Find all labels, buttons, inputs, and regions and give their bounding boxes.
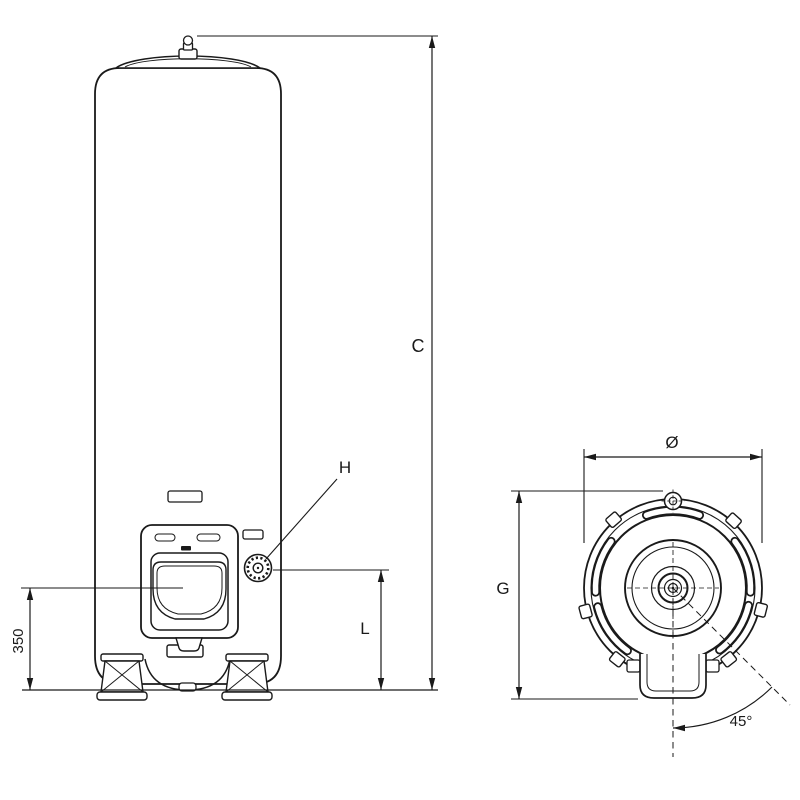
slot-arc-inner [592,538,614,595]
mounting-tab [608,651,626,668]
foot-left [96,653,148,701]
top-view-dimensions [511,449,791,757]
panel-indicator [154,533,176,542]
top-fitting-ball [182,35,194,46]
foot-brace [100,660,140,693]
control-panel [140,524,239,652]
flange-lug-right [705,659,720,673]
foot-plate [100,653,144,662]
dim-label-c: C [412,336,425,356]
foot-right [221,653,273,701]
knob-knurl-ring [246,556,270,580]
callout-label-h: H [339,458,351,477]
slot-arc-inner [716,602,752,653]
panel-bottom-tab [175,637,203,652]
foot-brace [104,660,144,693]
dim-label-45deg: 45° [730,713,753,730]
mounting-tab [720,651,738,668]
dimension-labels: C H L 350 Ø G 45° [10,336,752,730]
panel-window-outer [152,561,227,620]
angle-reference-diagonal [672,587,791,706]
vent-slots [591,506,755,656]
side-label-plate [242,529,264,540]
flange-lug-left [626,659,641,673]
mounting-tab [605,511,623,528]
slot-arc-inner [595,604,631,654]
panel-brand-mark [181,546,191,551]
foot-base [96,691,148,701]
mounting-tab [578,603,593,620]
panel-indicator [196,533,221,542]
mounting-tabs [578,511,768,668]
hub-circle-5 [663,578,683,598]
slot-arc-inner [732,538,754,595]
callout-h-leader [265,478,338,560]
mounting-tab [753,601,768,618]
panel-window-inner [156,565,223,615]
dim-label-g: G [496,579,509,598]
foot-base [221,691,273,701]
front-view-dimensions [21,35,438,690]
foot-brace [225,660,265,693]
thermostat-knob [243,553,273,583]
knob-dot [256,566,260,570]
foot-plate [225,653,269,662]
front-view [22,35,438,701]
mounting-tab [725,512,742,530]
dim-label-l: L [360,619,369,638]
angle-arc [672,686,773,732]
slot-arc-inner [643,507,703,518]
dim-label-350: 350 [10,628,27,653]
foot-brace [229,660,269,693]
dim-label-diameter: Ø [665,433,678,452]
vent-plate [167,490,203,503]
drain-nub [178,682,197,692]
